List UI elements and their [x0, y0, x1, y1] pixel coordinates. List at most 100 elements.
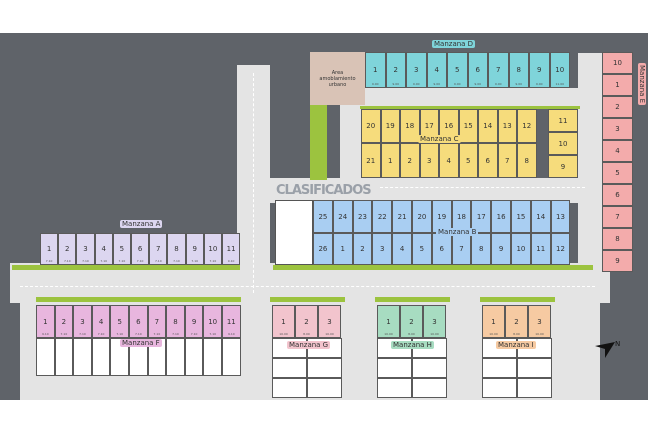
lot-manzana-e[interactable]: 9	[602, 250, 633, 272]
lot-manzana-e[interactable]: 8	[602, 228, 633, 250]
lot-manzana-c[interactable]: 4	[439, 143, 459, 178]
lot-manzana-c[interactable]: 13	[497, 109, 517, 143]
lot-manzana-b[interactable]: 16	[491, 200, 511, 233]
lot-manzana-b[interactable]: 17	[471, 200, 492, 233]
lot-manzana-c[interactable]: 2	[400, 143, 420, 178]
lot-number: 7	[459, 245, 464, 253]
lot-number: 8	[173, 317, 178, 326]
lot-manzana-b[interactable]: 5	[412, 233, 432, 265]
lot-manzana-e[interactable]: 1	[602, 74, 633, 96]
lot-manzana-c[interactable]: 18	[400, 109, 420, 143]
lot-manzana-e[interactable]: 7	[602, 206, 633, 228]
lot-manzana-c[interactable]: 7	[497, 143, 517, 178]
lot-manzana-c[interactable]: 6	[478, 143, 498, 178]
lot-manzana-c[interactable]: 16	[439, 109, 459, 143]
lot-manzana-b[interactable]: 9	[491, 233, 511, 265]
lot-manzana-c[interactable]: 9	[548, 155, 578, 178]
lot-manzana-e[interactable]: 3	[602, 118, 633, 140]
lot-manzana-e[interactable]: 4	[602, 140, 633, 162]
lot-manzana-c[interactable]: 5	[458, 143, 478, 178]
lot-manzana-c[interactable]: 12	[517, 109, 537, 143]
lot-manzana-b[interactable]: 20	[412, 200, 432, 233]
lot-manzana-c[interactable]: 15	[458, 109, 478, 143]
lot-manzana-c[interactable]: 10	[548, 132, 578, 155]
lot-manzana-c[interactable]: 1	[380, 143, 400, 178]
lot-manzana-c[interactable]: 11	[548, 109, 578, 132]
lot-manzana-b[interactable]: 24	[332, 200, 353, 233]
lot-manzana-e[interactable]: 6	[602, 184, 633, 206]
lot-manzana-b[interactable]: 12	[550, 233, 571, 265]
lot-manzana-c[interactable]: 3	[419, 143, 439, 178]
lot-number: 5	[466, 156, 471, 165]
lot-manzana-c[interactable]: 19	[380, 109, 400, 143]
lot-manzana-c[interactable]: 20	[361, 109, 381, 143]
lot-manzana-b[interactable]: 22	[372, 200, 393, 233]
lot-manzana-e[interactable]: 10	[602, 52, 633, 74]
lot-manzana-b[interactable]: 7	[451, 233, 472, 265]
rear-lot	[482, 378, 517, 398]
lot-manzana-e[interactable]: 5	[602, 162, 633, 184]
lot-manzana-b[interactable]: 10	[511, 233, 531, 265]
lot-manzana-b[interactable]: 3	[372, 233, 393, 265]
lot-manzana-b[interactable]: 1	[332, 233, 353, 265]
lot-manzana-b[interactable]: 15	[511, 200, 531, 233]
lot-manzana-b[interactable]: 14	[530, 200, 551, 233]
lot-manzana-b[interactable]: 13	[550, 200, 571, 233]
lot-manzana-b[interactable]: 6	[431, 233, 452, 265]
lot-manzana-b[interactable]: 8	[471, 233, 492, 265]
rear-lot	[110, 338, 129, 376]
lot-manzana-b[interactable]: 26	[313, 233, 333, 265]
lot-manzana-b[interactable]: 25	[313, 200, 333, 233]
lot-manzana-b[interactable]: 2	[352, 233, 373, 265]
lot-manzana-e[interactable]: 2	[602, 96, 633, 118]
lot-manzana-c[interactable]: 8	[517, 143, 537, 178]
lot-manzana-b[interactable]: 23	[352, 200, 373, 233]
lot-manzana-c[interactable]: 14	[478, 109, 498, 143]
lot-manzana-b[interactable]: 11	[530, 233, 551, 265]
lot-manzana-c[interactable]: 21	[361, 143, 381, 178]
lot-manzana-b[interactable]: 4	[392, 233, 412, 265]
lot-manzana-b[interactable]: 21	[392, 200, 412, 233]
